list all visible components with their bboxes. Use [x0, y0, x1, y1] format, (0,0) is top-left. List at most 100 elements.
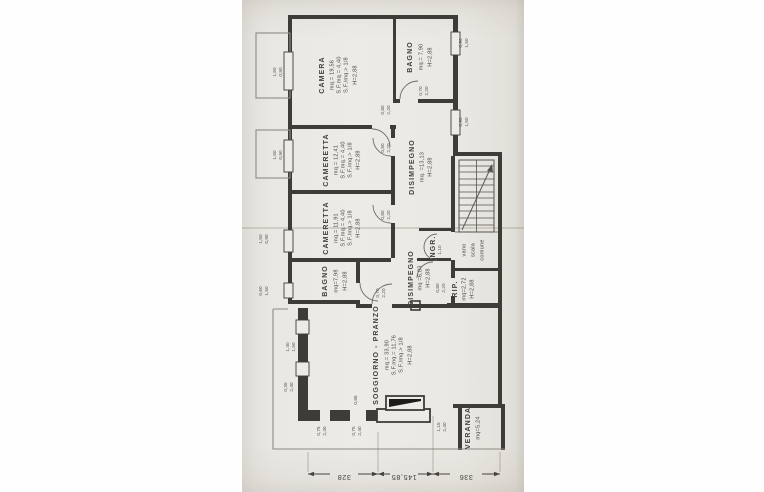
- wall-segment: [391, 223, 395, 258]
- wall-segments: [288, 15, 505, 450]
- opening-dim: 0,80: [435, 283, 440, 293]
- column: [410, 300, 421, 311]
- door-arc: [359, 282, 379, 302]
- room-metric: mq =6,83: [417, 265, 423, 290]
- room-name-ingresso: INGR.: [430, 236, 437, 261]
- fireplace-base: [376, 408, 431, 423]
- veranda-wall: [501, 404, 505, 450]
- wall-segment: [391, 129, 395, 138]
- window: [283, 229, 294, 253]
- room-metric: H=2,88: [427, 157, 433, 176]
- wall-segment: [298, 410, 320, 421]
- opening-dim: 1,50: [272, 150, 277, 160]
- window: [295, 319, 310, 335]
- window: [283, 139, 294, 173]
- room-labels: CAMERA mq.= 19,56 S.F.mq.= 4,40 S.F./mq.…: [319, 41, 486, 449]
- opening-dim: 0,75: [316, 426, 321, 436]
- opening-dim: 0,70: [375, 288, 380, 298]
- wall-segment: [356, 262, 360, 283]
- wall-segment: [453, 135, 458, 156]
- wall-segment: [288, 15, 458, 19]
- fireplace-hatch: [389, 399, 421, 407]
- wall-segment: [356, 304, 372, 308]
- wall-segment: [288, 252, 292, 283]
- room-metric: mq.= 33,90: [384, 340, 390, 370]
- opening-dim: 0,60: [258, 286, 263, 296]
- wall-segment: [288, 190, 391, 194]
- stairwell-label: scala: [470, 242, 476, 257]
- fireplace: [376, 395, 431, 423]
- room-name-cameretta-1: CAMERETTA: [323, 133, 330, 186]
- room-metric: mq.= 12,41: [333, 145, 339, 175]
- opening-dim: 1,50: [464, 38, 469, 48]
- wall-segment: [419, 228, 451, 231]
- door-arc: [372, 137, 392, 157]
- wall-segment: [288, 90, 292, 140]
- dim-arrow: [427, 471, 433, 477]
- stairwell-label: comune: [479, 239, 485, 260]
- opening-dim: 2,40: [322, 426, 327, 436]
- opening-dim: 2,20: [386, 105, 391, 115]
- room-metric: mq.= 19,56: [329, 60, 335, 90]
- stairwell: [455, 159, 498, 233]
- room-name-camera: CAMERA: [319, 56, 326, 93]
- room-metric: S.F.mq.= 4,40: [340, 209, 346, 246]
- room-metric: H=2,88: [355, 218, 361, 237]
- room-metric: S.F./mq.> 1/8: [398, 337, 404, 373]
- veranda-wall: [458, 408, 462, 450]
- wall-segment: [451, 296, 455, 308]
- wall-segment: [453, 19, 458, 32]
- dim-value: 328: [337, 473, 351, 482]
- room-metric: S.F.mq.= 4,40: [336, 56, 342, 93]
- entry-door-arc: [423, 246, 438, 261]
- entry-door-arc: [423, 233, 438, 248]
- window: [283, 51, 294, 91]
- dim-arrow: [308, 471, 314, 477]
- opening-dim: 1,50: [272, 67, 277, 77]
- opening-dim: 1,50: [291, 342, 296, 352]
- dim-value: 336: [459, 473, 473, 482]
- wall-segment: [451, 260, 455, 278]
- room-metric: H=2,88: [407, 345, 413, 364]
- room-name-bagno-1: BAGNO: [407, 41, 414, 73]
- opening-dim: 2,20: [441, 283, 446, 293]
- opening-dim: 2,20: [386, 210, 391, 220]
- wall-segment: [288, 125, 372, 129]
- wall-segment: [288, 258, 391, 262]
- room-metric: S.F./mq.> 1/8: [347, 210, 353, 246]
- balconies: [255, 32, 505, 450]
- opening-dim: 1,15: [436, 422, 441, 432]
- opening-dim: 0,90: [264, 234, 269, 244]
- wall-segment: [298, 376, 308, 410]
- wall-segment: [288, 172, 292, 230]
- window: [283, 282, 294, 299]
- wall-segment: [451, 156, 455, 232]
- room-metric: H=2,88: [425, 268, 431, 287]
- dim-value: 145,85: [391, 473, 417, 482]
- room-metric: mq=2,72: [461, 277, 467, 300]
- opening-dim: 0,90: [278, 67, 283, 77]
- wall-segment: [298, 308, 308, 320]
- opening-dim: 0,90: [458, 117, 463, 127]
- wall-segment: [455, 268, 498, 271]
- room-name-veranda: VERANDA: [465, 407, 472, 449]
- room-metric: H=2,88: [355, 150, 361, 169]
- opening-dim: 1,10: [437, 245, 442, 255]
- door-arc: [416, 261, 434, 279]
- wall-segment: [390, 125, 396, 129]
- stairwell-label: vano: [461, 244, 467, 257]
- room-metric: H=2,88: [427, 47, 433, 66]
- wall-segment: [418, 99, 453, 103]
- wall-segment: [393, 99, 400, 103]
- opening-dim: 0,35: [283, 382, 288, 392]
- opening-dim: 1,40: [285, 342, 290, 352]
- room-metric: H=2,88: [352, 65, 358, 84]
- opening-dim: 0,80: [380, 143, 385, 153]
- window: [450, 109, 461, 136]
- room-metric: S.F./mq.> 1/8: [343, 57, 349, 93]
- window: [450, 31, 461, 56]
- room-name-disimpegno-1: DISIMPEGNO: [409, 139, 416, 195]
- stair-direction-line: [461, 164, 493, 231]
